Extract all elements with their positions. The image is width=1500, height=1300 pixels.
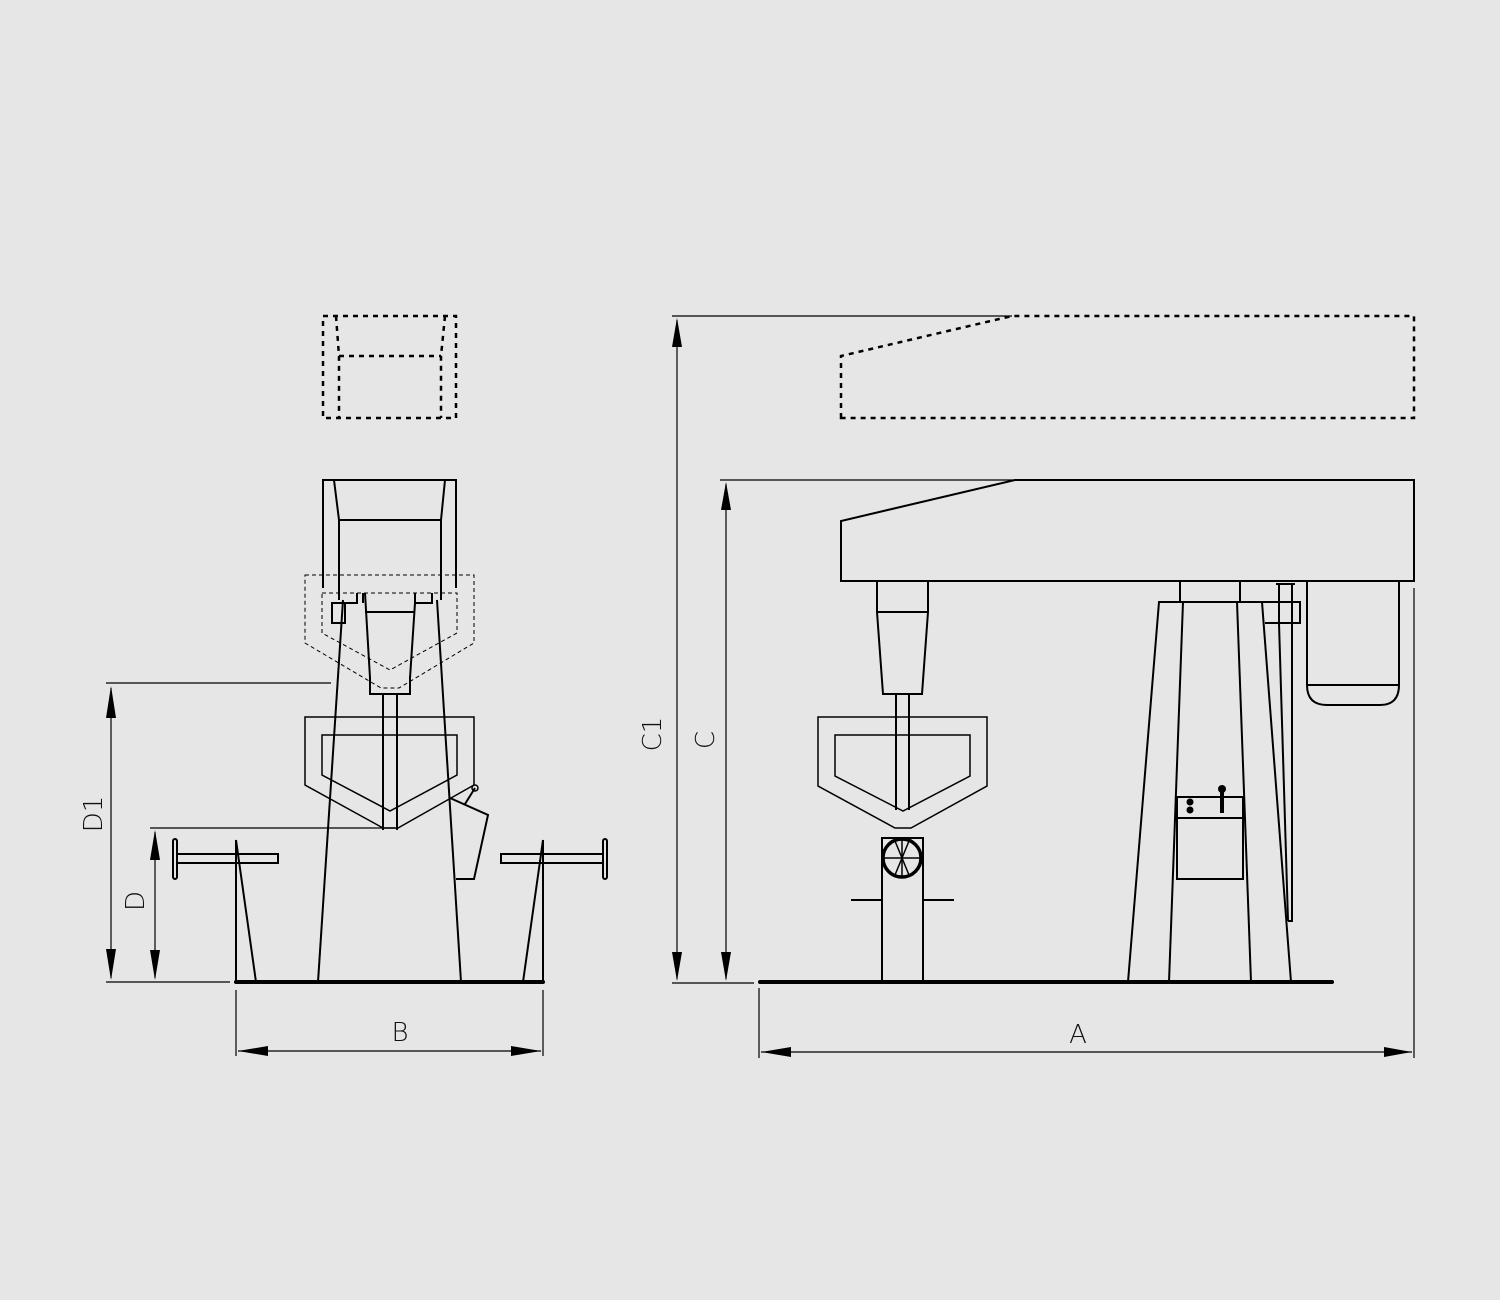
front-raised-tool-outline — [304, 574, 475, 689]
side-view: C1 C A — [638, 314, 1416, 1058]
button-icon — [1186, 806, 1194, 814]
front-raised-head-outline — [321, 314, 458, 420]
lever-knob-icon — [1218, 785, 1226, 793]
dimension-label-d1: D1 — [79, 796, 109, 833]
front-bowl-clamps — [172, 838, 608, 880]
side-control-panel — [1176, 785, 1244, 880]
dimension-d1: D1 — [79, 682, 331, 983]
side-column — [1127, 581, 1301, 983]
front-column-head — [322, 479, 457, 600]
dimension-label-c1: C1 — [638, 717, 668, 752]
dimension-label-d: D — [121, 891, 151, 911]
front-column-body — [317, 599, 462, 983]
side-motor — [1306, 581, 1400, 706]
dimension-b: B — [235, 990, 544, 1056]
side-raised-head-outline — [839, 314, 1416, 420]
dimension-label-c: C — [691, 731, 721, 749]
dimension-c: C — [691, 479, 1015, 981]
dimension-a: A — [758, 588, 1415, 1058]
side-bowl-wheel-post — [851, 837, 954, 984]
button-icon — [1186, 798, 1194, 806]
side-head — [840, 479, 1415, 582]
dimension-d: D — [121, 827, 395, 980]
front-base — [234, 839, 545, 984]
side-tool-drive — [876, 581, 929, 810]
dimension-label-a: A — [1069, 1020, 1087, 1050]
front-control-box — [449, 784, 490, 880]
front-view: D1 D B — [79, 314, 608, 1056]
dimension-c1: C1 — [638, 315, 1012, 984]
front-tool — [304, 716, 475, 829]
dimension-label-b: B — [391, 1018, 408, 1048]
side-tool — [817, 716, 988, 829]
